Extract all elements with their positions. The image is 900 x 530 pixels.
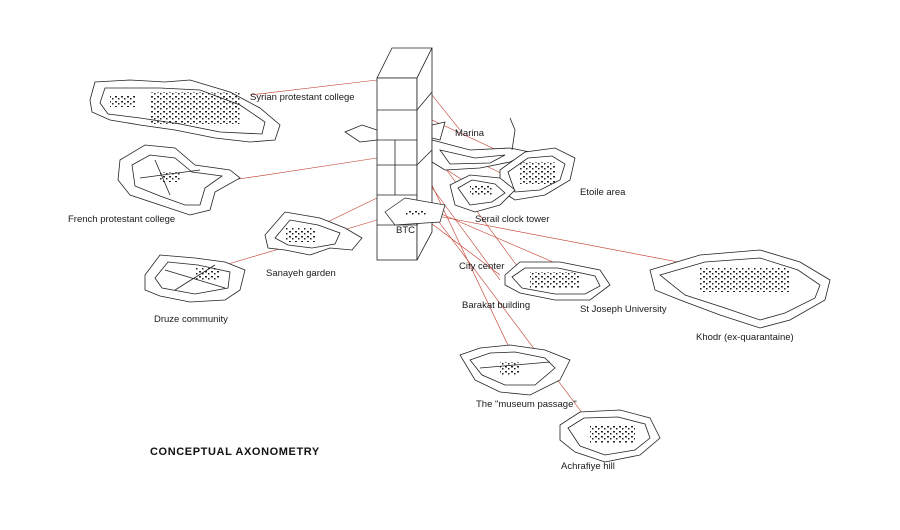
label-btc: BTC: [396, 225, 415, 236]
link-khodr: [431, 214, 721, 271]
link-marina: [431, 94, 461, 131]
label-french: French protestant college: [68, 214, 176, 225]
map-french: [117, 144, 241, 216]
link-achrafiye: [414, 189, 596, 431]
link-syrian: [249, 79, 378, 96]
map-khodr: [649, 249, 831, 329]
map-stjoseph: [504, 261, 611, 301]
label-syrian: Syrian protestant college: [250, 92, 355, 103]
label-sanayeh: Sanayeh garden: [266, 268, 336, 279]
label-etoile: Etoile area: [580, 187, 626, 198]
map-serail: [449, 174, 516, 213]
link-barakat: [424, 177, 501, 281]
label-marina: Marina: [455, 128, 485, 139]
map-druze: [144, 254, 246, 303]
map-syrian: [89, 79, 281, 143]
map-marina: [431, 117, 532, 171]
label-museum: The "museum passage": [476, 399, 577, 410]
map-museum: [459, 344, 571, 396]
label-khodr: Khodr (ex-quarantaine): [696, 332, 794, 343]
central-tower: [344, 47, 446, 261]
label-barakat: Barakat building: [462, 300, 531, 311]
label-serail: Serail clock tower: [475, 214, 550, 225]
label-stjoseph: St Joseph University: [580, 304, 667, 315]
link-btc-city: [419, 214, 501, 276]
diagram-title: CONCEPTUAL AXONOMETRY: [150, 446, 320, 458]
label-achrafiye: Achrafiye hill: [561, 461, 615, 472]
map-achrafiye: [559, 409, 661, 463]
map-sanayeh: [264, 211, 363, 256]
label-city-center: City center: [459, 261, 505, 272]
label-druze: Druze community: [154, 314, 228, 325]
btc-slab: [384, 197, 446, 226]
connection-lines: [199, 79, 721, 431]
